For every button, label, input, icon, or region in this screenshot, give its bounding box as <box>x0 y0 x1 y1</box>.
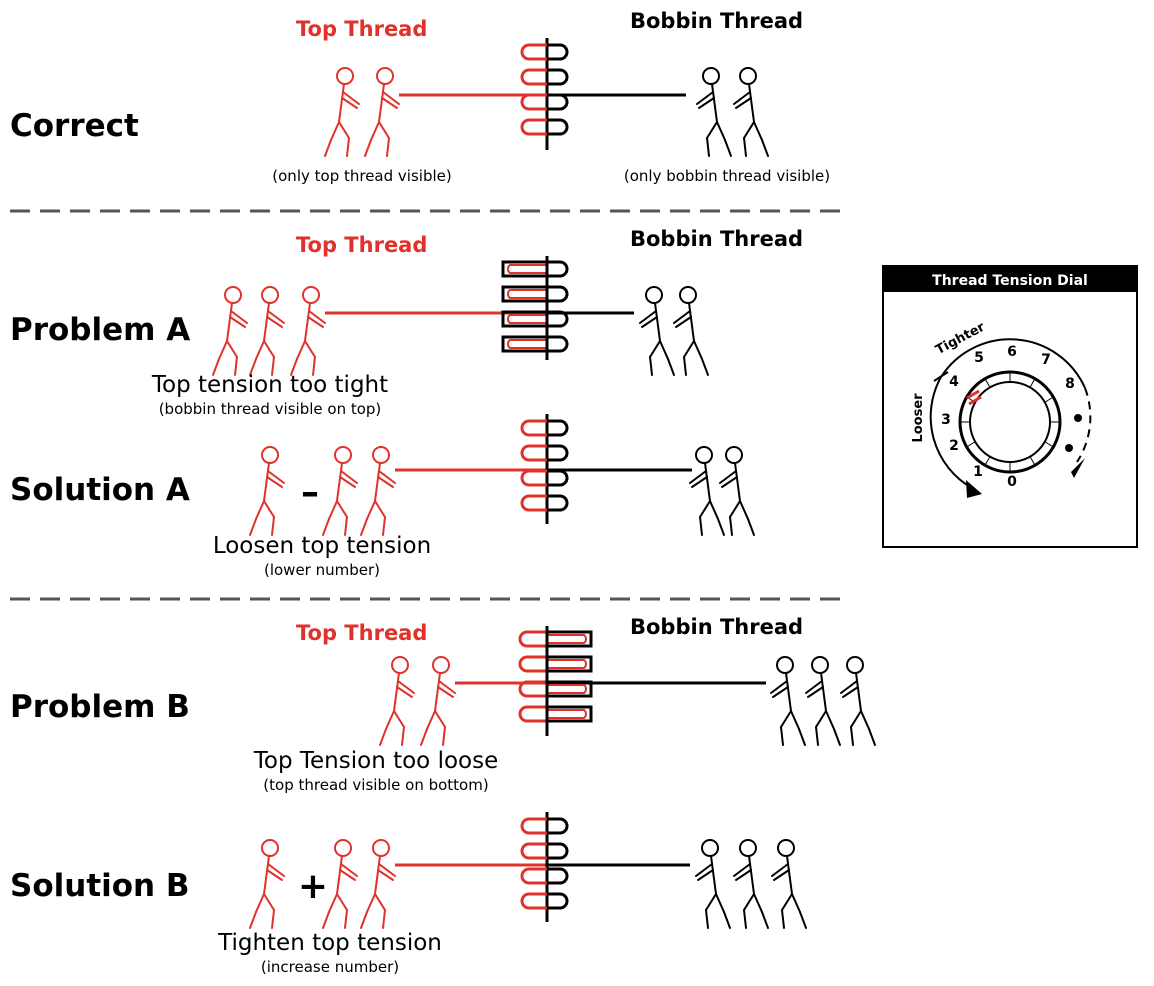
plus-operator: + <box>298 866 328 907</box>
solution-a-caption: Loosen top tension <box>213 533 431 559</box>
dial-knob-ticks <box>960 372 1060 472</box>
correct-top-thread-header: Top Thread <box>296 17 427 41</box>
solution-b-bobbin-pullers <box>695 839 807 929</box>
section-problem-a: Problem A Top Thread Bobbin Thread <box>10 227 803 418</box>
problem-b-caption: Top Tension too loose <box>253 748 498 774</box>
solution-a-top-pullers <box>249 446 396 536</box>
solution-a-bobbin-pullers <box>689 446 755 536</box>
problem-a-subcaption: (bobbin thread visible on top) <box>159 400 382 418</box>
problem-b-top-thread-header: Top Thread <box>296 621 427 645</box>
dial-number-6: 6 <box>1007 344 1017 360</box>
dashed-arrowhead <box>1071 458 1085 478</box>
problem-b-stitch-loops <box>518 626 593 736</box>
problem-a-stitch-loops <box>501 256 569 360</box>
looser-label: Looser <box>911 393 926 443</box>
correct-bobbin-note: (only bobbin thread visible) <box>624 167 830 185</box>
dial-number-7: 7 <box>1041 352 1051 368</box>
problem-b-subcaption: (top thread visible on bottom) <box>263 776 488 794</box>
solution-a-label: Solution A <box>10 472 190 508</box>
solution-a-stitch-loops <box>520 414 569 524</box>
tighter-arc <box>940 338 1086 389</box>
correct-stitch-loops <box>520 38 569 150</box>
tighter-start-tick <box>933 371 949 382</box>
dial-indicator-marks <box>966 389 982 406</box>
dial-number-3: 3 <box>941 412 951 428</box>
problem-b-top-pullers <box>379 656 456 746</box>
correct-bobbin-pullers <box>696 67 769 157</box>
solution-b-caption: Tighten top tension <box>217 930 442 956</box>
problem-b-bobbin-thread-header: Bobbin Thread <box>630 615 803 639</box>
section-problem-b: Problem B Top Thread Bobbin Thread <box>10 615 876 794</box>
dial-number-4: 4 <box>949 374 959 390</box>
dial-number-2: 2 <box>949 438 959 454</box>
dial-dot-upper <box>1074 414 1082 422</box>
problem-a-top-pullers <box>212 286 326 376</box>
problem-b-bobbin-pullers <box>770 656 876 746</box>
correct-top-note: (only top thread visible) <box>272 167 451 185</box>
section-solution-b: Solution B + Tighten top tension (increa… <box>10 812 807 976</box>
dial-number-8: 8 <box>1065 376 1075 392</box>
solution-b-stitch-loops <box>520 812 569 922</box>
problem-a-label: Problem A <box>10 312 190 348</box>
problem-a-caption: Top tension too tight <box>151 372 388 398</box>
correct-bobbin-thread-header: Bobbin Thread <box>630 9 803 33</box>
dial-number-1: 1 <box>973 464 983 480</box>
dial-title: Thread Tension Dial <box>932 273 1088 289</box>
dial-dot-lower <box>1065 444 1073 452</box>
solution-b-label: Solution B <box>10 868 190 904</box>
dial-knob-inner <box>969 381 1051 463</box>
thread-tension-dial: Thread Tension Dial Tight <box>882 265 1138 548</box>
correct-label: Correct <box>10 108 139 144</box>
section-solution-a: Solution A – Loosen top tension (lower n… <box>10 414 755 579</box>
minus-operator: – <box>301 472 319 513</box>
problem-a-top-thread-header: Top Thread <box>296 233 427 257</box>
dial-number-5: 5 <box>974 350 984 366</box>
solution-b-subcaption: (increase number) <box>261 958 399 976</box>
dial-number-0: 0 <box>1007 474 1017 490</box>
looser-arc <box>929 376 973 489</box>
looser-arrowhead <box>966 480 982 498</box>
problem-a-bobbin-thread-header: Bobbin Thread <box>630 227 803 251</box>
solution-a-subcaption: (lower number) <box>264 561 380 579</box>
problem-b-label: Problem B <box>10 689 190 725</box>
problem-a-bobbin-pullers <box>639 286 709 376</box>
correct-top-pullers <box>324 67 400 157</box>
dial-title-bar <box>883 266 1137 292</box>
section-correct: Correct Top Thread Bobbin Thread (only t… <box>10 9 830 185</box>
